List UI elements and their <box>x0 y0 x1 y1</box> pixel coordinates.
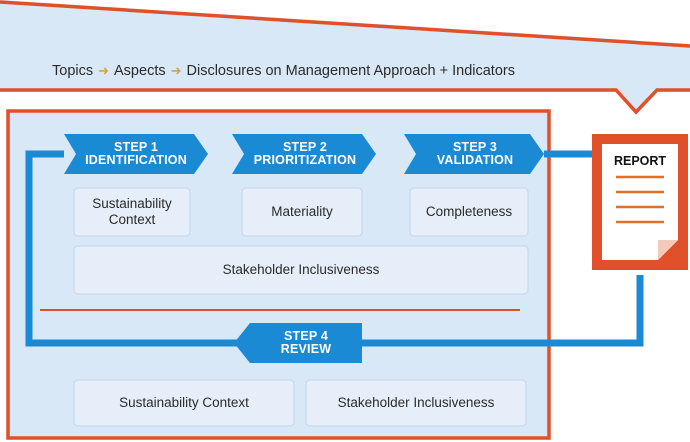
step2-label: STEP 2 PRIORITIZATION <box>244 134 366 174</box>
principle-completeness: Completeness <box>425 204 513 219</box>
topics-item-aspects: Aspects <box>114 63 166 79</box>
review-box-stakeholder <box>305 379 527 427</box>
step1-chevron <box>64 134 208 174</box>
arrow-right-icon: ➜ <box>98 63 110 78</box>
step3-label: STEP 3 VALIDATION <box>416 134 534 174</box>
review-stakeholder-inclusiveness: Stakeholder Inclusiveness <box>337 395 495 410</box>
principle-stakeholder-inclusiveness: Stakeholder Inclusiveness <box>222 262 380 277</box>
report-label: REPORT <box>613 154 667 168</box>
review-sustainability-context: Sustainability Context <box>119 395 249 410</box>
step3-chevron <box>404 134 544 174</box>
step1-label: STEP 1 IDENTIFICATION <box>76 134 196 174</box>
report-to-review-line <box>362 275 644 347</box>
principle-box-completeness <box>409 187 529 237</box>
step1-number: STEP 1 <box>113 140 159 154</box>
step2-chevron <box>232 134 376 174</box>
document-icon <box>602 144 678 260</box>
step4-label: STEP 4 REVIEW <box>250 323 362 363</box>
principle-sustainability-context: Sustainability Context <box>92 196 172 227</box>
step4-number: STEP 4 <box>283 329 329 343</box>
step1-name: IDENTIFICATION <box>85 153 187 167</box>
step2-name: PRIORITIZATION <box>253 153 357 167</box>
principle-box-stakeholder <box>73 245 529 295</box>
review-box-sustainability <box>73 379 295 427</box>
step4-name: REVIEW <box>280 342 332 356</box>
step4-chevron <box>234 323 362 363</box>
topics-line: Topics ➜ Aspects ➜ Disclosures on Manage… <box>52 60 515 82</box>
principle-materiality: Materiality <box>271 204 333 219</box>
topics-item-disclosures: Disclosures on Management Approach + Ind… <box>186 63 515 79</box>
arrow-right-icon: ➜ <box>170 63 182 78</box>
topics-banner-border-bottom <box>0 88 690 115</box>
review-loop-line <box>25 150 242 347</box>
step2-number: STEP 2 <box>282 140 328 154</box>
principle-box-materiality <box>241 187 363 237</box>
step3-number: STEP 3 <box>452 140 498 154</box>
principle-box-sustainability <box>73 187 191 237</box>
topics-banner <box>0 0 690 114</box>
step3-name: VALIDATION <box>436 153 514 167</box>
topics-item-topics: Topics <box>52 63 94 79</box>
topics-banner-border <box>0 0 690 48</box>
